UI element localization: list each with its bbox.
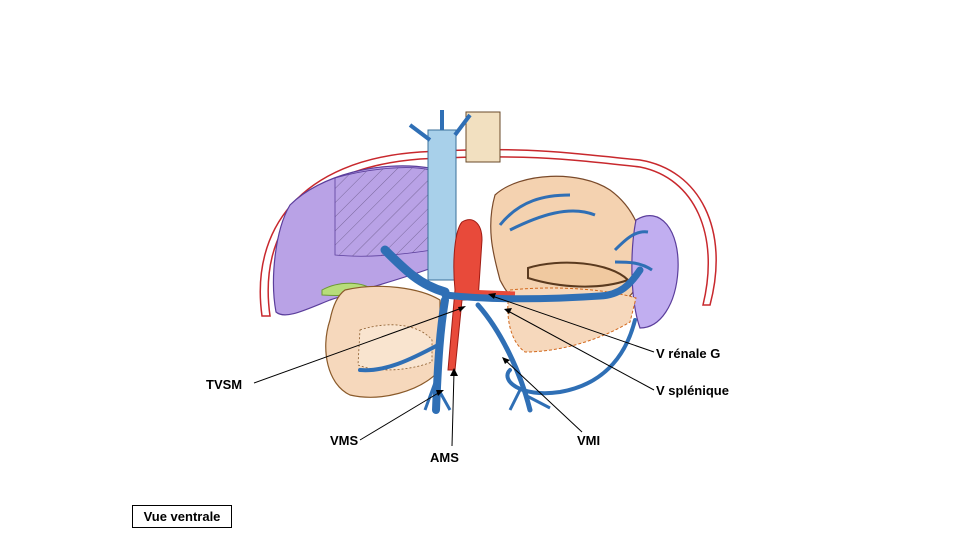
label-v-splenique: V splénique [656,383,729,398]
left-renal-vein [464,289,516,297]
portal-vein [380,245,450,297]
arrow-tvsm [458,306,466,312]
label-vmi: VMI [577,433,601,448]
superior-mesenteric-vein [432,296,449,414]
hepatic-veins [408,110,472,142]
label-v-renale-g: V rénale G [656,346,721,361]
splenic-branches [613,230,653,272]
diaphragm [259,148,717,317]
label-tvsm: TVSM [206,377,243,392]
splenic-vein [441,266,644,303]
arrow-vms [436,390,444,396]
gastric-veins [498,193,596,232]
leader-vmi [504,359,583,433]
leader-v-splenique [507,310,655,391]
leader-v-renale-g [491,295,655,353]
view-label: Vue ventrale [132,505,232,528]
inferior-mesenteric-vein-loop [505,318,637,396]
arrow-ams [450,368,458,376]
inferior-vena-cava [427,129,457,281]
arrow-v-renale-g [488,293,496,299]
label-ams: AMS [430,450,459,465]
liver-hatched-area [334,167,433,257]
gastrocolic-trunk [358,343,440,373]
arrow-v-splenique [504,308,512,314]
leader-ams [451,371,455,447]
esophagus [465,111,501,163]
mesenteric-branches [423,379,551,411]
leader-tvsm [253,307,463,384]
pancreas [507,287,637,353]
spleen [631,215,679,329]
arrow-vmi [502,357,510,364]
leader-vms [359,391,441,441]
label-vms: VMS [330,433,359,448]
